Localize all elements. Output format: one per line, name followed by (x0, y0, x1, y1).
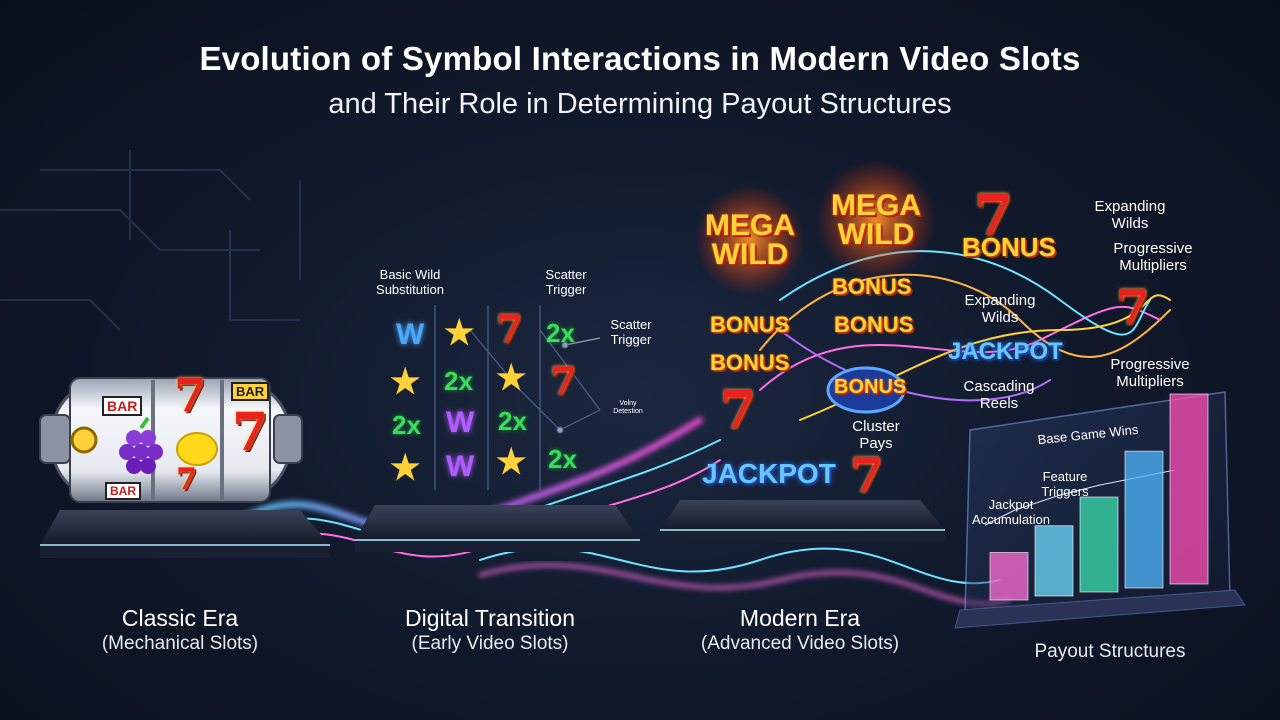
progressive-multipliers-label: Progressive Multipliers (1110, 356, 1190, 391)
era-modern-title: Modern Era (739, 605, 861, 631)
star-icon: ★ (444, 314, 475, 352)
payout-bar (1169, 393, 1209, 585)
bonus-symbol: BONUS (834, 376, 907, 398)
wild-symbol: W (446, 406, 475, 439)
bar-symbol: BAR (105, 482, 141, 500)
era-digital-title: Digital Transition (404, 605, 576, 631)
era-classic-subtitle: (Mechanical Slots) (101, 633, 259, 654)
seven-symbol: 7 (232, 402, 269, 463)
star-icon: ★ (390, 449, 421, 487)
payout-bar (989, 552, 1029, 601)
platform-modern (660, 500, 945, 542)
mega-wild-symbol: MEGA WILD (831, 189, 921, 251)
multiplier-symbol: 2x (548, 444, 577, 474)
star-icon: ★ (496, 443, 527, 481)
seven-symbol: 7 (176, 462, 197, 497)
seven-symbol: 7 (174, 368, 207, 422)
lemon-icon (176, 432, 218, 466)
seven-symbol: 7 (550, 358, 577, 403)
scatter-trigger-label: Scatter Trigger (610, 317, 652, 347)
platform-digital (355, 505, 640, 552)
era-digital-subtitle: (Early Video Slots) (411, 633, 569, 654)
mega-wild-symbol: MEGA WILD (705, 209, 795, 271)
seven-symbol: 7 (850, 448, 884, 504)
seven-symbol: 7 (496, 306, 523, 351)
multiplier-symbol: 2x (444, 366, 473, 396)
multiplier-symbol: 2x (546, 318, 575, 348)
cluster-pays-label: Cluster Pays (852, 418, 900, 453)
bonus-symbol: BONUS (710, 312, 790, 337)
expanding-wilds-label: Expanding Wilds (964, 292, 1036, 327)
tiny-label: Volny Detestion (613, 400, 643, 416)
star-icon: ★ (496, 359, 527, 397)
page-subtitle: and Their Role in Determining Payout Str… (328, 88, 952, 120)
jackpot-symbol: JACKPOT (702, 458, 836, 489)
mega-wild-burst (695, 185, 805, 295)
digital-grid (434, 305, 601, 490)
scatter-trigger-label: Scatter Trigger (545, 267, 587, 297)
star-icon: ★ (390, 363, 421, 401)
bonus-symbol: BONUS (832, 274, 912, 299)
grapes-icon (119, 416, 163, 474)
basic-wild-label: Basic Wild Substitution (376, 267, 444, 297)
multiplier-symbol: 2x (392, 410, 421, 440)
bar-symbol: BAR (231, 382, 270, 401)
wild-symbol: W (396, 318, 425, 351)
bonus-badge (826, 366, 906, 414)
payout-bar (1079, 496, 1119, 593)
bonus-symbol: BONUS (962, 232, 1056, 262)
seven-symbol: 7 (720, 380, 757, 441)
jackpot-symbol: JACKPOT (948, 338, 1063, 365)
bonus-symbol: BONUS (710, 350, 790, 375)
seven-symbol: 7 (974, 182, 1013, 248)
mega-wild-burst (816, 160, 936, 280)
page-title: Evolution of Symbol Interactions in Mode… (199, 40, 1081, 77)
jackpot-accumulation-label: Jackpot Accumulation (971, 497, 1051, 527)
payout-bar (1034, 525, 1074, 597)
era-classic-title: Classic Era (121, 605, 239, 631)
wild-symbol: W (446, 450, 475, 483)
bar-symbol: BAR (102, 396, 143, 416)
era-modern-subtitle: (Advanced Video Slots) (700, 633, 900, 654)
circuit-lines (0, 150, 301, 331)
payout-bars (989, 393, 1209, 601)
progressive-multipliers-label: Progressive Multipliers (1113, 240, 1193, 275)
cascading-reels-label: Cascading Reels (963, 378, 1035, 413)
platform-classic (40, 510, 330, 558)
payout-structures-label: Payout Structures (1034, 641, 1186, 662)
seven-symbol: 7 (1116, 280, 1150, 336)
multiplier-symbol: 2x (498, 406, 527, 436)
payout-bar (1124, 450, 1164, 589)
feature-triggers-label: Feature Triggers (1041, 469, 1089, 499)
bonus-symbol: BONUS (834, 312, 914, 337)
expanding-wilds-label: Expanding Wilds (1094, 198, 1166, 233)
